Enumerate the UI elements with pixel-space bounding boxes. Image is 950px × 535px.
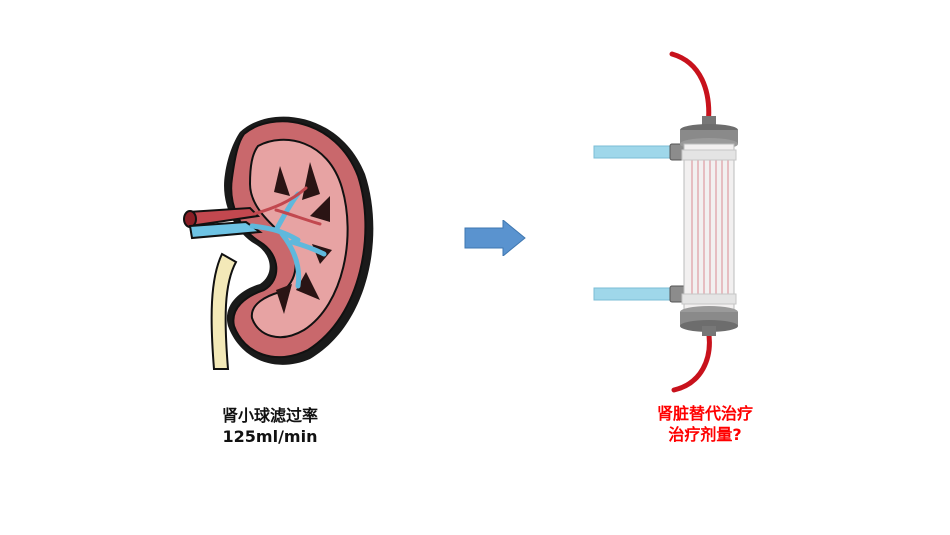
right-caption-line1: 肾脏替代治疗 — [656, 404, 753, 423]
left-caption: 肾小球滤过率 125ml/min — [200, 405, 340, 447]
dialyzer-illustration — [593, 51, 738, 393]
right-caption: 肾脏替代治疗 治疗剂量? — [625, 403, 785, 445]
left-caption-line2: 125ml/min — [222, 427, 318, 446]
left-caption-line1: 肾小球滤过率 — [221, 406, 318, 425]
kidney-illustration — [183, 116, 374, 370]
right-caption-line2: 治疗剂量? — [668, 425, 742, 444]
right-arrow-icon — [464, 220, 526, 256]
